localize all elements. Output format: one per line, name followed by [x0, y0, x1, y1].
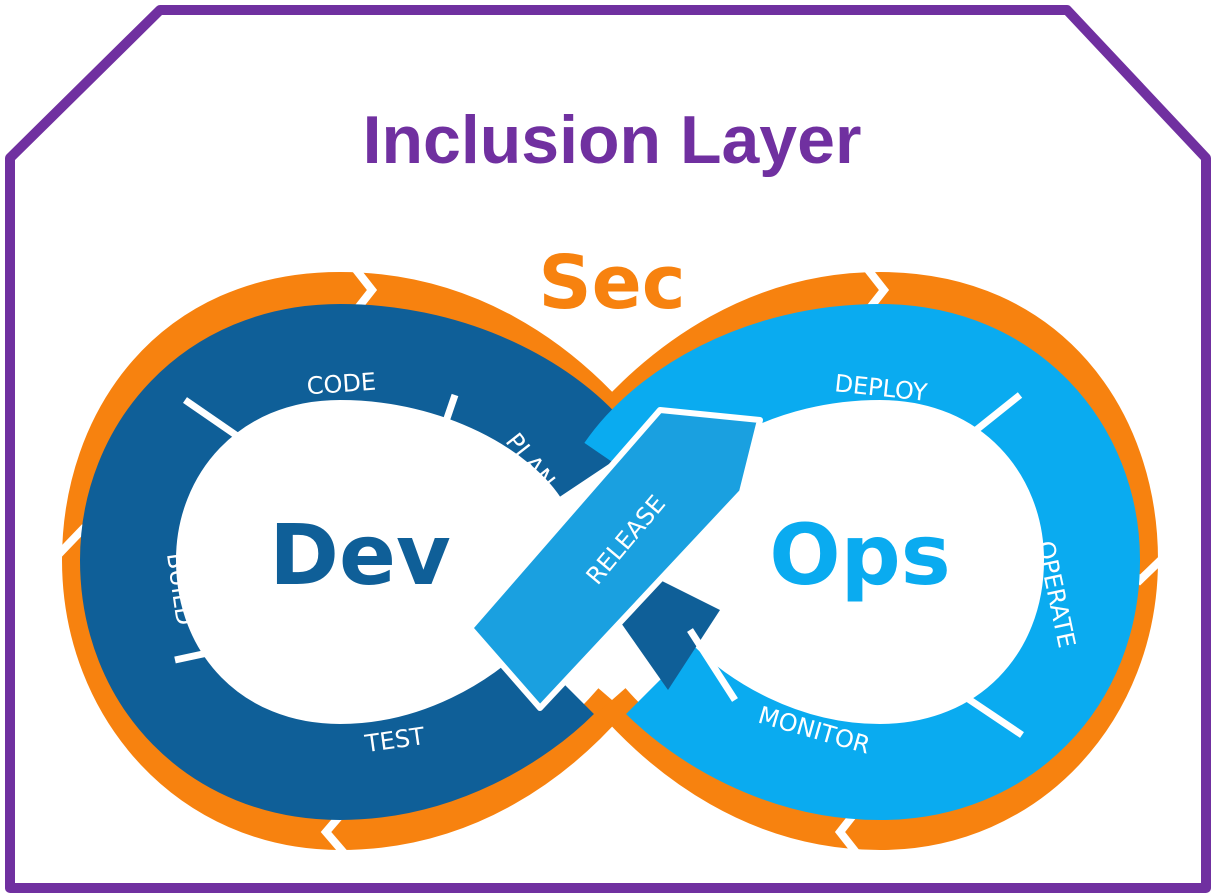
- release-band: [467, 407, 763, 711]
- ops-stage-divider: [687, 628, 738, 702]
- ops-center: [728, 448, 1008, 672]
- dev-stage-divider: [183, 397, 274, 463]
- ops-stage-divider: [942, 392, 1023, 458]
- release-arrow: [467, 407, 763, 711]
- ops-ring: [584, 303, 1141, 821]
- ops-label: Ops: [769, 506, 951, 604]
- frame-title: Inclusion Layer: [363, 102, 862, 178]
- dev-stage-divider: [174, 636, 269, 664]
- sec-label: Sec: [538, 240, 685, 326]
- dev-ring: [79, 303, 640, 821]
- dev-stage-code: CODE: [306, 368, 377, 401]
- dev-center: [212, 448, 492, 672]
- dev-label: Dev: [269, 506, 450, 604]
- ops-stage-divider: [953, 687, 1024, 738]
- dev-stage-divider: [426, 393, 459, 470]
